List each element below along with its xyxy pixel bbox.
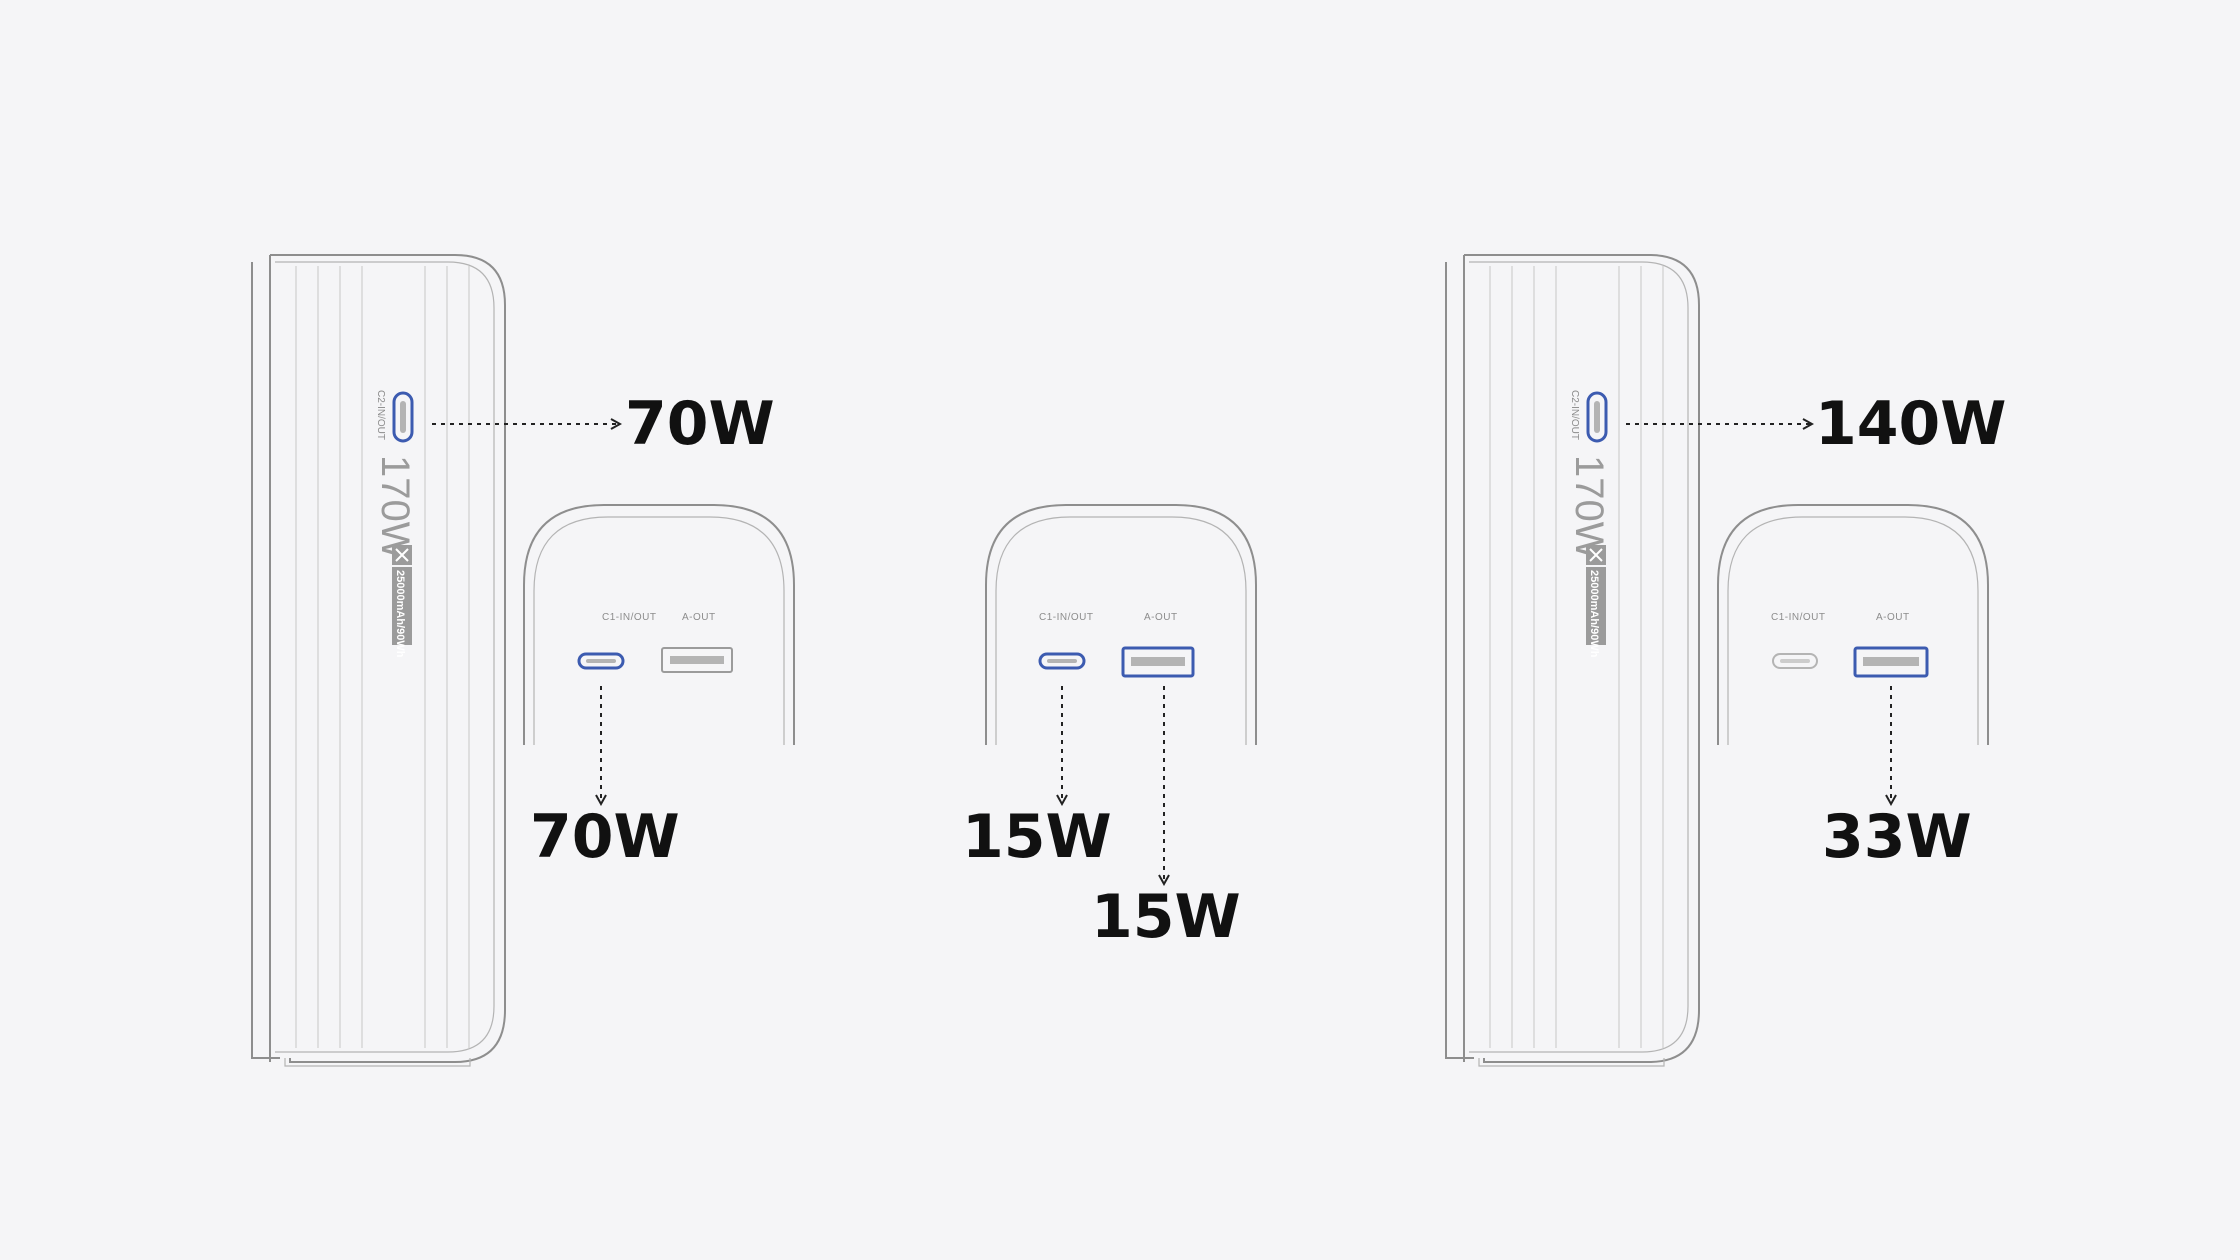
brand-logo-icon (1586, 545, 1606, 565)
power-bank-side-view-left: C2-IN/OUT 170W 25000mAh/90Wh (251, 254, 506, 1067)
port-c1-active (577, 652, 625, 670)
power-bank-side-view-right: C2-IN/OUT 170W 25000mAh/90Wh (1445, 254, 1700, 1067)
port-a-active (1853, 646, 1929, 678)
rating-label: 170W (1567, 455, 1611, 560)
port-c1-label: C1-IN/OUT (1039, 612, 1094, 623)
port-c1-idle (1772, 653, 1818, 669)
capacity-badge (392, 567, 412, 645)
port-c1-label: C1-IN/OUT (602, 612, 657, 623)
rating-label: 170W (373, 455, 417, 560)
port-c2-label: C2-IN/OUT (1569, 390, 1580, 440)
brand-logo-icon (392, 545, 412, 565)
scenario-middle: C1-IN/OUT A-OUT 15W 15W (962, 504, 1257, 952)
c2-output-watt-left: 70W (625, 389, 775, 459)
port-c1-active (1038, 652, 1086, 670)
port-a-idle (661, 647, 733, 673)
port-a-label: A-OUT (1876, 612, 1910, 623)
port-a-label: A-OUT (1144, 612, 1178, 623)
power-bank-end-view-left: C1-IN/OUT A-OUT (523, 504, 795, 746)
c2-output-watt-right: 140W (1815, 389, 2006, 459)
port-c2-active (392, 391, 414, 443)
port-c2-label: C2-IN/OUT (375, 390, 386, 440)
port-a-active (1121, 646, 1195, 678)
scenario-right: C2-IN/OUT 170W 25000mAh/90Wh 140W C1-IN/… (1445, 254, 2006, 1067)
capacity-badge-text: 25000mAh/90Wh (1588, 570, 1600, 658)
c1-output-watt-left: 70W (530, 802, 680, 872)
scenario-left: C2-IN/OUT 170W 25000mAh/90Wh 70W C1-IN/O… (251, 254, 795, 1067)
power-bank-end-view-middle: C1-IN/OUT A-OUT (985, 504, 1257, 746)
a-output-watt-right: 33W (1822, 802, 1972, 872)
capacity-badge-text: 25000mAh/90Wh (394, 570, 406, 658)
port-c2-active (1586, 391, 1608, 443)
capacity-badge (1586, 567, 1606, 645)
power-bank-end-view-right: C1-IN/OUT A-OUT (1717, 504, 1989, 746)
c1-output-watt-middle: 15W (962, 802, 1112, 872)
a-output-watt-middle: 15W (1091, 882, 1241, 952)
port-c1-label: C1-IN/OUT (1771, 612, 1826, 623)
port-a-label: A-OUT (682, 612, 716, 623)
